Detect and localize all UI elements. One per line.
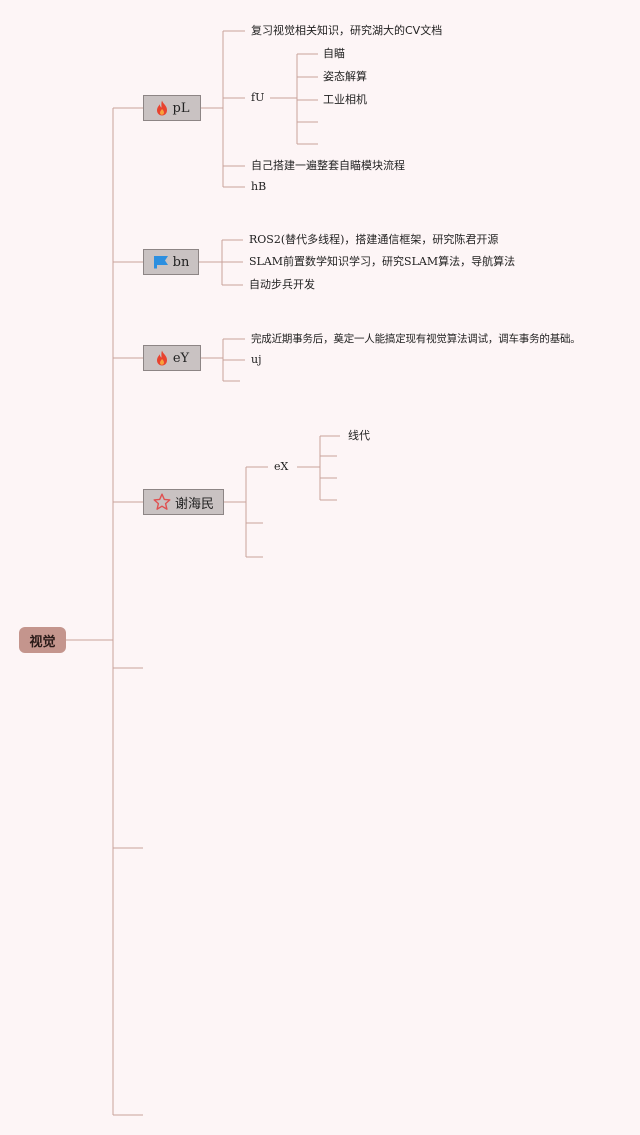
topic-pl-label: pL (172, 100, 190, 116)
subtopic-fu[interactable]: fU (251, 91, 265, 104)
fire-icon (156, 100, 167, 116)
root-topic-label: 视觉 (29, 634, 56, 650)
root-topic[interactable]: 视觉 (19, 627, 66, 653)
fire-icon (156, 350, 167, 366)
subtopic-build-pipeline[interactable]: 自己搭建一遍整套自瞄模块流程 (251, 159, 405, 172)
subtopic-ros2[interactable]: ROS2(替代多线程)，搭建通信框架，研究陈君开源 (249, 233, 499, 246)
topic-bn-label: bn (172, 254, 190, 270)
subtopic-pose-solve[interactable]: 姿态解算 (323, 70, 367, 83)
subtopic-slam[interactable]: SLAM前置数学知识学习，研究SLAM算法，导航算法 (249, 255, 516, 268)
subtopic-linear-algebra[interactable]: 线代 (348, 429, 370, 442)
topic-bn[interactable]: bn (143, 249, 199, 275)
flag-icon (153, 256, 168, 269)
subtopic-ex[interactable]: eX (274, 460, 289, 473)
subtopic-auto-infantry[interactable]: 自动步兵开发 (249, 278, 315, 291)
topic-xiehaimin[interactable]: 谢海民 (143, 489, 224, 515)
subtopic-hb[interactable]: hB (251, 180, 267, 193)
star-icon (153, 493, 171, 510)
subtopic-uj[interactable]: uj (251, 353, 262, 366)
topic-xiehaimin-label: 谢海民 (174, 496, 214, 512)
topic-ey[interactable]: eY (143, 345, 201, 371)
subtopic-cv-review[interactable]: 复习视觉相关知识，研究湖大的CV文档 (251, 24, 443, 37)
subtopic-foundation[interactable]: 完成近期事务后，奠定一人能搞定现有视觉算法调试，调车事务的基础。 (251, 333, 581, 345)
subtopic-auto-aim[interactable]: 自瞄 (323, 47, 345, 60)
topic-pl[interactable]: pL (143, 95, 201, 121)
topic-ey-label: eY (172, 350, 190, 366)
subtopic-industrial-camera[interactable]: 工业相机 (323, 93, 367, 106)
